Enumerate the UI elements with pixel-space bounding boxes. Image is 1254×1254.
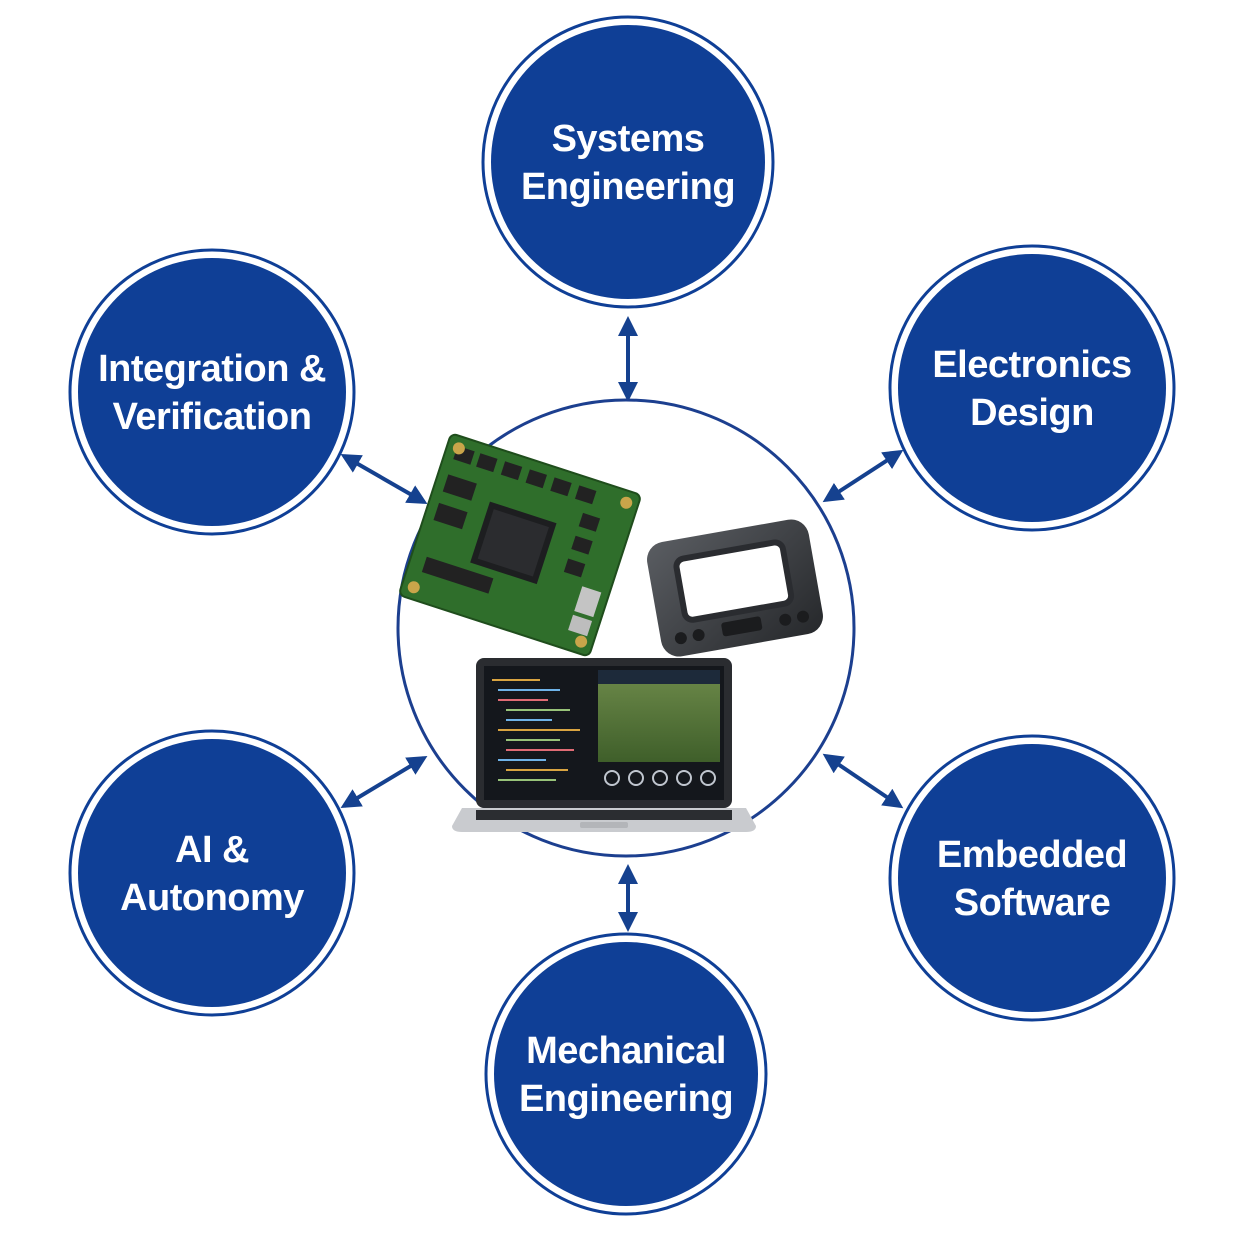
node-label-line: Embedded — [937, 834, 1127, 876]
enclosure-image — [647, 519, 823, 657]
arrow-integration-verification — [340, 454, 428, 504]
node-circle — [494, 942, 758, 1206]
circuit-board-image — [399, 433, 641, 657]
node-circle — [898, 254, 1166, 522]
node-integration-verification: Integration & Verification — [68, 248, 356, 536]
node-label-line: AI & — [175, 829, 249, 871]
node-label-line: Design — [970, 392, 1094, 434]
node-label-line: Integration & — [98, 348, 326, 390]
arrow-embedded-software — [822, 753, 904, 809]
node-circle — [491, 25, 765, 299]
node-label-line: Electronics — [932, 344, 1131, 386]
node-label-line: Autonomy — [120, 877, 304, 919]
laptop-image — [452, 658, 756, 832]
center-hub — [396, 398, 856, 858]
node-label-line: Engineering — [521, 166, 735, 208]
arrow-electronics-design — [822, 449, 904, 503]
node-circle — [78, 258, 346, 526]
node-circle — [898, 744, 1166, 1012]
connector-arrows — [340, 316, 904, 932]
node-label-line: Verification — [113, 396, 312, 438]
node-label-line: Systems — [552, 118, 705, 160]
node-label-line: Engineering — [519, 1078, 733, 1120]
discipline-nodes: SystemsEngineeringElectronicsDesignEmbed… — [68, 15, 1176, 1216]
arrow-ai-autonomy — [340, 755, 428, 809]
node-label-line: Software — [954, 882, 1110, 924]
node-ai-autonomy: AI & Autonomy — [68, 729, 356, 1017]
node-circle — [78, 739, 346, 1007]
node-label-line: Mechanical — [526, 1030, 726, 1072]
